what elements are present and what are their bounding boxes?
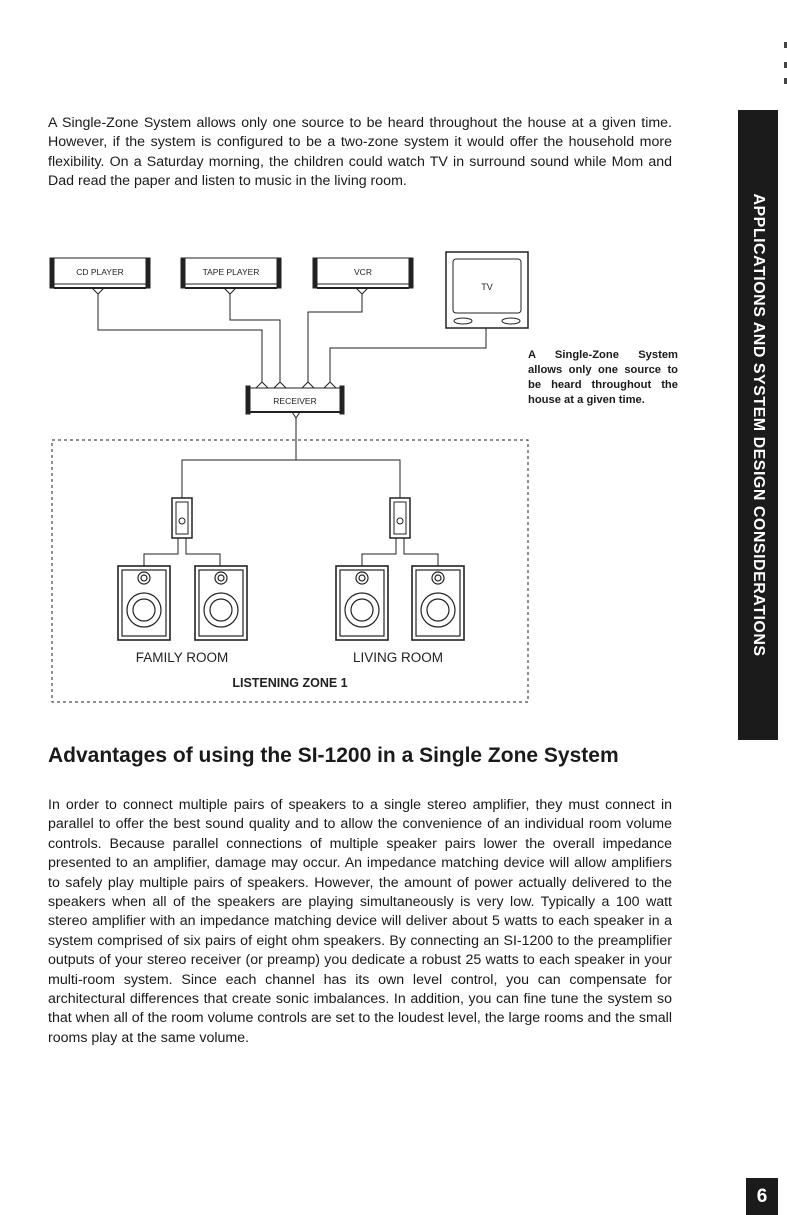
vcr-unit: [312, 257, 414, 295]
cd-player-unit: [49, 257, 151, 295]
source-label-vcr: VCR: [354, 267, 372, 277]
volume-control-living-room: [389, 497, 411, 539]
volume-control-family-room: [171, 497, 193, 539]
side-tab: [738, 110, 778, 740]
body-paragraph: In order to connect multiple pairs of sp…: [48, 797, 672, 1046]
section-heading: Advantages of using the SI-1200 in a Sin…: [48, 744, 619, 767]
receiver-unit: [245, 381, 345, 419]
speaker: [117, 565, 171, 641]
source-label-cd-player: CD PLAYER: [76, 267, 124, 277]
side-tab-title: APPLICATIONS AND SYSTEM DESIGN CONSIDERA…: [750, 193, 767, 657]
edge-mark: [784, 42, 787, 48]
listening-zone-box: [51, 439, 529, 703]
room-label-living: LIVING ROOM: [353, 650, 443, 665]
edge-mark: [784, 62, 787, 68]
edge-mark: [784, 78, 787, 84]
tv-unit: [445, 251, 529, 334]
speaker: [194, 565, 248, 641]
source-label-tape-player: TAPE PLAYER: [203, 267, 260, 277]
speaker: [411, 565, 465, 641]
tv-label: TV: [481, 282, 493, 292]
page-number: 6: [746, 1178, 778, 1215]
speaker: [335, 565, 389, 641]
intro-paragraph: A Single-Zone System allows only one sou…: [48, 115, 672, 190]
zone-label: LISTENING ZONE 1: [232, 676, 347, 690]
receiver-label: RECEIVER: [273, 396, 316, 406]
room-label-family: FAMILY ROOM: [136, 650, 229, 665]
single-zone-diagram: CD PLAYER TAPE PLAYER VCR TV RECEIVER FA…: [49, 251, 529, 703]
figure-caption: A Single-Zone System allows only one sou…: [528, 349, 678, 406]
